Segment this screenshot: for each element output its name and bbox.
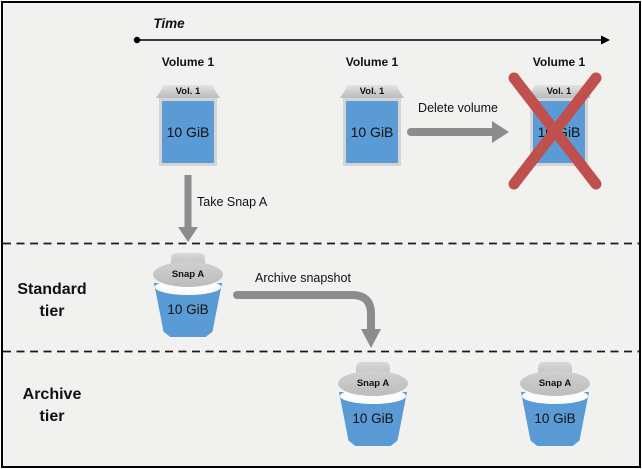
standard-tier-line1: Standard	[17, 281, 87, 298]
archive-tier-line2: tier	[39, 408, 65, 425]
snapshot-archive-tier-2: 10 GiB 10 GiB Snap A	[520, 362, 590, 446]
volume-3-title: Volume 1	[532, 55, 586, 69]
timeline-title: Time	[153, 16, 185, 31]
volume-cap: Vol. 1	[340, 85, 404, 98]
volume-size-label: 10 GiB	[166, 124, 210, 140]
volume-body: 10 GiB	[159, 98, 217, 166]
volume-body: 10 GiB	[343, 98, 401, 166]
volume-1-title: Volume 1	[161, 55, 215, 69]
volume-cap-label: Vol. 1	[359, 86, 385, 97]
volume-cap: Vol. 1	[156, 85, 220, 98]
archive-snapshot-label: Archive snapshot	[255, 271, 351, 285]
snapshot-name-label: Snap A	[356, 378, 390, 389]
standard-tier-line2: tier	[39, 303, 65, 320]
volume-cap: Vol. 1	[527, 85, 591, 98]
archive-tier-label: Archive tier	[8, 384, 96, 428]
volume-body: 10 GiB	[530, 98, 588, 166]
volume-2-title: Volume 1	[345, 55, 399, 69]
volume-cap-label: Vol. 1	[175, 86, 201, 97]
snapshot-size-label: 10 GiB	[167, 302, 209, 317]
snapshot-name-label: Snap A	[171, 269, 205, 280]
snapshot-size-label: 10 GiB	[534, 411, 576, 426]
snapshot-archive-tier-1: 10 GiB 10 GiB Snap A	[338, 362, 408, 446]
delete-volume-label: Delete volume	[418, 101, 498, 115]
volume-cap-label: Vol. 1	[546, 86, 572, 97]
standard-tier-label: Standard tier	[8, 279, 96, 323]
snapshot-name-label: Snap A	[538, 378, 572, 389]
bucket-lid: Snap A	[338, 371, 408, 396]
snapshot-size-label: 10 GiB	[352, 411, 394, 426]
snapshot-standard-tier: 10 GiB 10 GiB Snap A	[153, 253, 223, 337]
volume-size-label: 10 GiB	[350, 124, 394, 140]
bucket-lid: Snap A	[153, 262, 223, 287]
take-snapshot-label: Take Snap A	[197, 195, 268, 209]
bucket-lid: Snap A	[520, 371, 590, 396]
archive-tier-line1: Archive	[22, 386, 82, 403]
volume-2-icon: Vol. 1 10 GiB	[340, 85, 404, 166]
volume-size-label: 10 GiB	[537, 124, 581, 140]
volume-1-icon: Vol. 1 10 GiB	[156, 85, 220, 166]
volume-3-icon-deleted: Vol. 1 10 GiB	[527, 85, 591, 166]
